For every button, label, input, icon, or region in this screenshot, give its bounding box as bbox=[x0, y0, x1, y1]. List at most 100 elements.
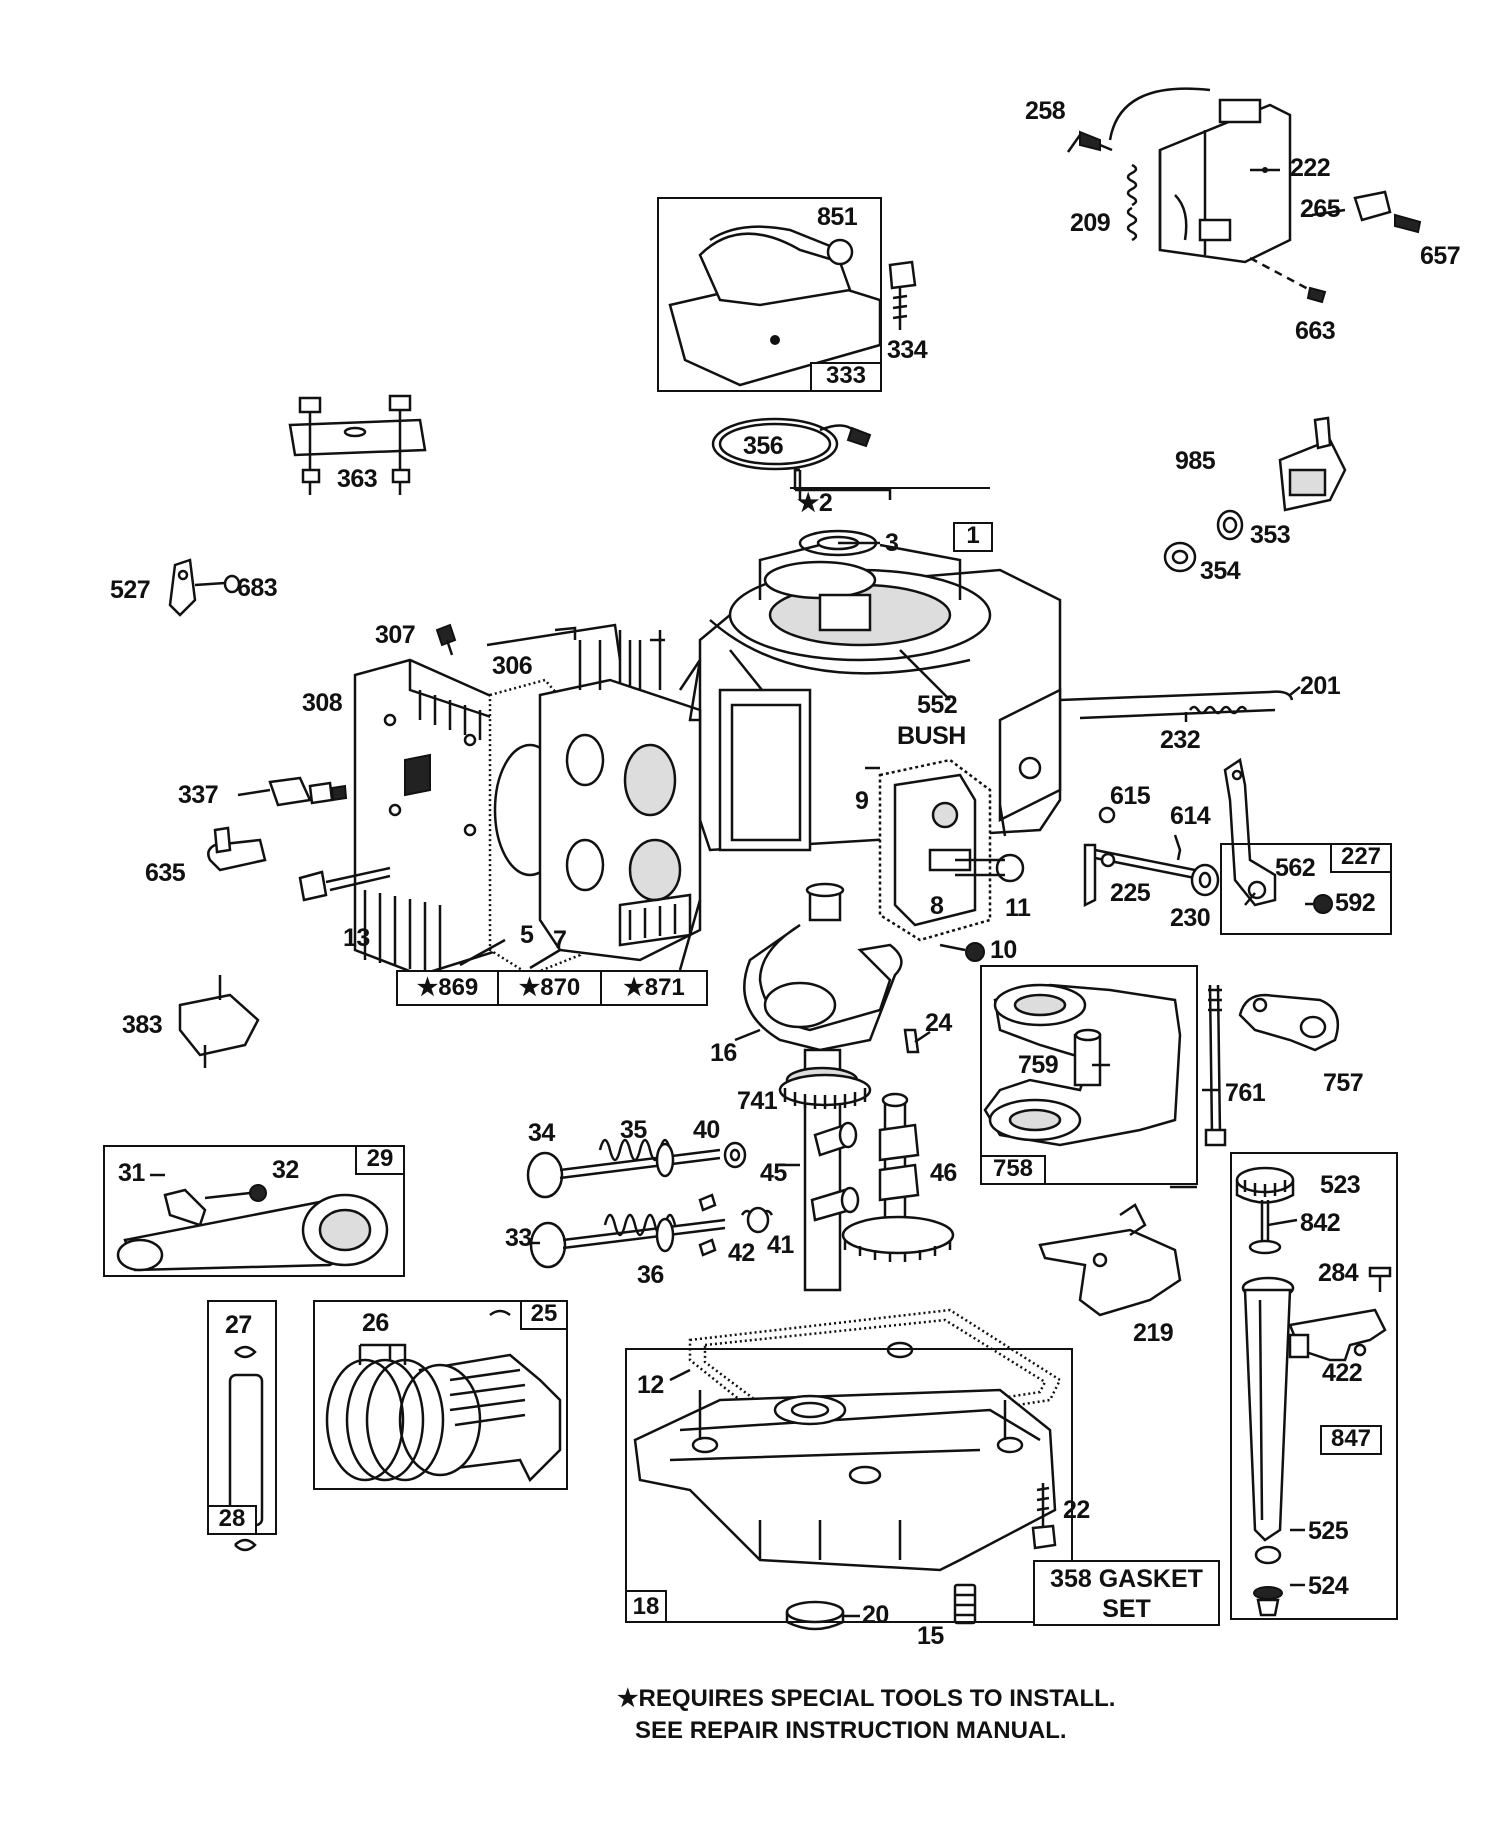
part-label-527: 527 bbox=[110, 576, 151, 604]
rings-26 bbox=[325, 1343, 445, 1482]
plug-15 bbox=[953, 1583, 977, 1625]
group-tag-29: 29 bbox=[355, 1145, 405, 1175]
part-label-523: 523 bbox=[1320, 1171, 1361, 1199]
wire-356 bbox=[711, 417, 872, 471]
part-label-383: 383 bbox=[122, 1011, 163, 1039]
part-label-353: 353 bbox=[1250, 521, 1291, 549]
part-label-230: 230 bbox=[1170, 904, 1211, 932]
group-tag-227: 227 bbox=[1330, 843, 1392, 873]
bracket-758 bbox=[983, 983, 1182, 1147]
group-tag-871: ★871 bbox=[600, 970, 708, 1006]
screw-284 bbox=[1368, 1266, 1392, 1292]
part-label-985: 985 bbox=[1175, 447, 1216, 475]
group-box-333 bbox=[657, 197, 882, 392]
part-label-334: 334 bbox=[887, 336, 928, 364]
part-label-354: 354 bbox=[1200, 557, 1241, 585]
part-label-7: 7 bbox=[553, 926, 567, 954]
group-tag-758: 758 bbox=[980, 1155, 1046, 1185]
nut-354 bbox=[1163, 541, 1197, 573]
part-label-40: 40 bbox=[693, 1116, 720, 1144]
part-label-663: 663 bbox=[1295, 317, 1336, 345]
part-label-34: 34 bbox=[528, 1119, 555, 1147]
group-tag-870: ★870 bbox=[497, 970, 602, 1006]
part-label-26: 26 bbox=[362, 1309, 389, 1337]
retainer-41 bbox=[740, 1206, 774, 1234]
part-label-225: 225 bbox=[1110, 879, 1151, 907]
part-label-337: 337 bbox=[178, 781, 219, 809]
ignition-module-222 bbox=[1108, 87, 1292, 264]
part-label-422: 422 bbox=[1322, 1359, 1363, 1387]
part-label-592: 592 bbox=[1335, 889, 1376, 917]
part-label-308: 308 bbox=[302, 689, 343, 717]
part-label-24: 24 bbox=[925, 1009, 952, 1037]
dipstick-847 bbox=[1235, 1166, 1295, 1617]
group-line-1 bbox=[790, 487, 990, 490]
screw-10 bbox=[939, 942, 985, 962]
part-label-36: 36 bbox=[637, 1261, 664, 1289]
gear-741 bbox=[778, 1073, 872, 1109]
part-label-33: 33 bbox=[505, 1224, 532, 1252]
retainer-40 bbox=[723, 1141, 747, 1169]
part-label-562: 562 bbox=[1275, 854, 1316, 882]
part-label-5: 5 bbox=[520, 921, 534, 949]
part-label-bush: BUSH bbox=[897, 722, 966, 750]
camshaft-46 bbox=[841, 1092, 955, 1262]
group-tag-18: 18 bbox=[625, 1590, 667, 1623]
bolt-334 bbox=[888, 260, 917, 330]
part-label-42: 42 bbox=[728, 1239, 755, 1267]
part-label-201: 201 bbox=[1300, 672, 1341, 700]
screw-663 bbox=[1249, 256, 1327, 304]
part-label-31: 31 bbox=[118, 1159, 145, 1187]
valve-34 bbox=[526, 1148, 721, 1199]
part-label-525: 525 bbox=[1308, 1517, 1349, 1545]
group-box-847 bbox=[1230, 1152, 1398, 1620]
part-label-46: 46 bbox=[930, 1159, 957, 1187]
spring-209 bbox=[1126, 163, 1138, 242]
part-label-363: 363 bbox=[337, 465, 378, 493]
leader-lines bbox=[150, 134, 1346, 1618]
group-box-227 bbox=[1220, 843, 1392, 935]
part-label-741: 741 bbox=[737, 1087, 778, 1115]
part-label-232: 232 bbox=[1160, 726, 1201, 754]
part-label-552: 552 bbox=[917, 691, 958, 719]
part-label-759: 759 bbox=[1018, 1051, 1059, 1079]
bolt-22 bbox=[1031, 1483, 1057, 1550]
breather-9 bbox=[878, 758, 1025, 942]
governor-shaft-225 bbox=[1083, 806, 1196, 908]
tappet-45 bbox=[810, 1121, 860, 1222]
part-label-524: 524 bbox=[1308, 1572, 1349, 1600]
part-label-356: 356 bbox=[743, 432, 784, 460]
part-label-614: 614 bbox=[1170, 802, 1211, 830]
group-tag-869: ★869 bbox=[396, 970, 499, 1006]
part-label-307: 307 bbox=[375, 621, 416, 649]
clip-265 bbox=[1353, 190, 1422, 234]
part-label-851: 851 bbox=[817, 203, 858, 231]
part-label-11: 11 bbox=[1005, 894, 1031, 922]
part-label-15: 15 bbox=[917, 1622, 944, 1650]
part-label-45: 45 bbox=[760, 1159, 787, 1187]
cylinder-head-308 bbox=[353, 658, 502, 977]
group-tag-28: 28 bbox=[207, 1505, 257, 1535]
part-label-306: 306 bbox=[492, 652, 533, 680]
tool-363 bbox=[288, 394, 427, 495]
plate-306-frame bbox=[486, 623, 702, 722]
oil-pan-gasket-12 bbox=[688, 1308, 1062, 1442]
link-232 bbox=[1059, 690, 1294, 720]
part-label-657: 657 bbox=[1420, 242, 1461, 270]
connecting-rod-29 bbox=[116, 1184, 389, 1272]
group-tag-333: 333 bbox=[810, 362, 882, 392]
link-757 bbox=[1238, 993, 1340, 1052]
group-box-25 bbox=[313, 1300, 568, 1490]
cylinder-7 bbox=[538, 640, 702, 962]
rectifier-985 bbox=[1278, 416, 1347, 512]
washer-230 bbox=[1190, 863, 1220, 897]
part-label-265: 265 bbox=[1300, 195, 1341, 223]
screw-683 bbox=[194, 574, 241, 594]
part-label-761: 761 bbox=[1225, 1079, 1266, 1107]
washer-353 bbox=[1216, 509, 1244, 541]
group-box-758 bbox=[980, 965, 1198, 1185]
key-24 bbox=[903, 1028, 920, 1054]
oil-pan-18 bbox=[633, 1341, 1057, 1572]
group-tag-1: 1 bbox=[953, 522, 993, 552]
